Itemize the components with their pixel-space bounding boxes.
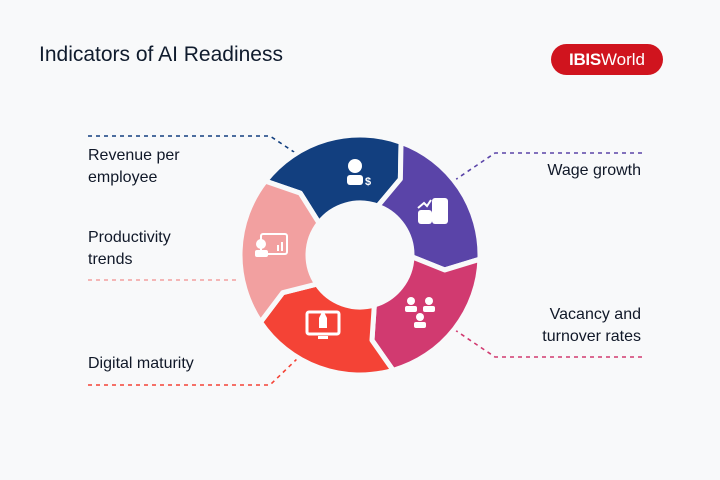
connector-digital <box>88 355 301 386</box>
page-title: Indicators of AI Readiness <box>39 43 283 66</box>
svg-text:$: $ <box>365 176 371 188</box>
logo-bold: IBIS <box>569 49 601 69</box>
ring-segment-4 <box>237 178 322 325</box>
team-network-icon <box>405 297 435 328</box>
connector-wage <box>454 152 642 181</box>
ring-segment-2 <box>369 254 483 373</box>
person-dollar-icon: $ <box>347 159 371 188</box>
logo-regular: World <box>600 49 645 69</box>
label-digital-maturity: Digital maturity <box>88 355 194 372</box>
presentation-chart-icon <box>255 233 288 257</box>
coins-growth-icon <box>417 198 448 224</box>
connector-vacancy <box>454 329 642 358</box>
rocket-monitor-icon <box>305 310 341 339</box>
label-wage-growth: Wage growth <box>547 162 641 179</box>
connector-revenue <box>88 135 301 157</box>
